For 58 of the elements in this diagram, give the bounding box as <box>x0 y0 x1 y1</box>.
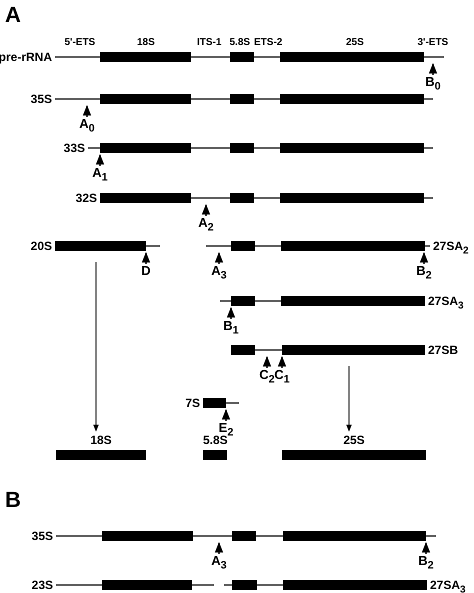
cleavage-site-label: A$_{0}$ <box>79 117 95 136</box>
arrow <box>420 252 428 264</box>
species-name: 5.8S <box>203 433 227 447</box>
species-name: 27SA$_{3}$ <box>430 578 466 593</box>
cleavage-site-label: C$_{2}$ <box>259 368 275 387</box>
cleavage-site-label: A$_{1}$ <box>92 166 108 185</box>
region-label: 5'-ETS <box>64 37 96 49</box>
species-name: 27SB <box>428 343 458 357</box>
region-label: 5.8S <box>230 37 250 49</box>
species-name: 23S <box>30 578 53 592</box>
arrow <box>428 62 438 75</box>
arrow <box>262 356 272 368</box>
species-name: 32S <box>74 191 97 205</box>
region-label: ETS-2 <box>254 37 282 49</box>
arrow <box>202 204 210 216</box>
arrow <box>422 542 430 554</box>
species-name: 27SA$_{3}$ <box>428 294 464 314</box>
species-name: 33S <box>62 141 85 155</box>
rna-species <box>224 579 467 591</box>
arrow <box>142 252 150 264</box>
species-name: 35S <box>30 529 53 543</box>
cleavage-site-label: A$_{2}$ <box>198 216 214 235</box>
species-name: 27SA$_{2}$ <box>433 239 469 258</box>
cleavage-site-label: A$_{3}$ <box>211 554 227 573</box>
cleavage-site-label: B$_{2}$ <box>418 554 434 573</box>
arrow <box>214 252 224 264</box>
arrow <box>278 356 286 368</box>
rna-species <box>231 344 459 356</box>
cleavage-site-label: C$_{1}$ <box>274 368 290 387</box>
rna-species <box>0 51 444 63</box>
species-name: 25S <box>342 433 366 447</box>
species-name: 7S <box>184 396 200 410</box>
species-name: 20S <box>30 239 52 253</box>
arrow <box>96 154 104 166</box>
arrow <box>82 104 92 117</box>
arrow <box>93 262 99 432</box>
species-name: 35S <box>30 92 52 106</box>
arrow <box>222 408 230 421</box>
rna-species <box>206 240 470 252</box>
region-label: 18S <box>137 37 155 49</box>
panel-letter: B <box>5 488 21 512</box>
region-label: ITS-1 <box>197 37 222 49</box>
panel-letter: A <box>5 3 21 27</box>
region-label: 3'-ETS <box>418 37 448 49</box>
rna-species <box>56 433 146 461</box>
cleavage-site-label: A$_{3}$ <box>211 264 227 283</box>
arrow <box>226 306 236 319</box>
arrow <box>346 366 352 432</box>
species-name: 18S <box>89 433 113 447</box>
region-label: 25S <box>346 37 364 49</box>
arrow <box>214 542 224 554</box>
cleavage-site-label: B$_{1}$ <box>223 319 239 338</box>
cleavage-site-label: D <box>138 264 154 278</box>
cleavage-site-label: B$_{0}$ <box>425 75 441 94</box>
rna-species <box>282 433 426 461</box>
rna-species <box>203 433 227 461</box>
cleavage-site-label: B$_{2}$ <box>416 264 432 283</box>
rna-species <box>220 295 465 307</box>
